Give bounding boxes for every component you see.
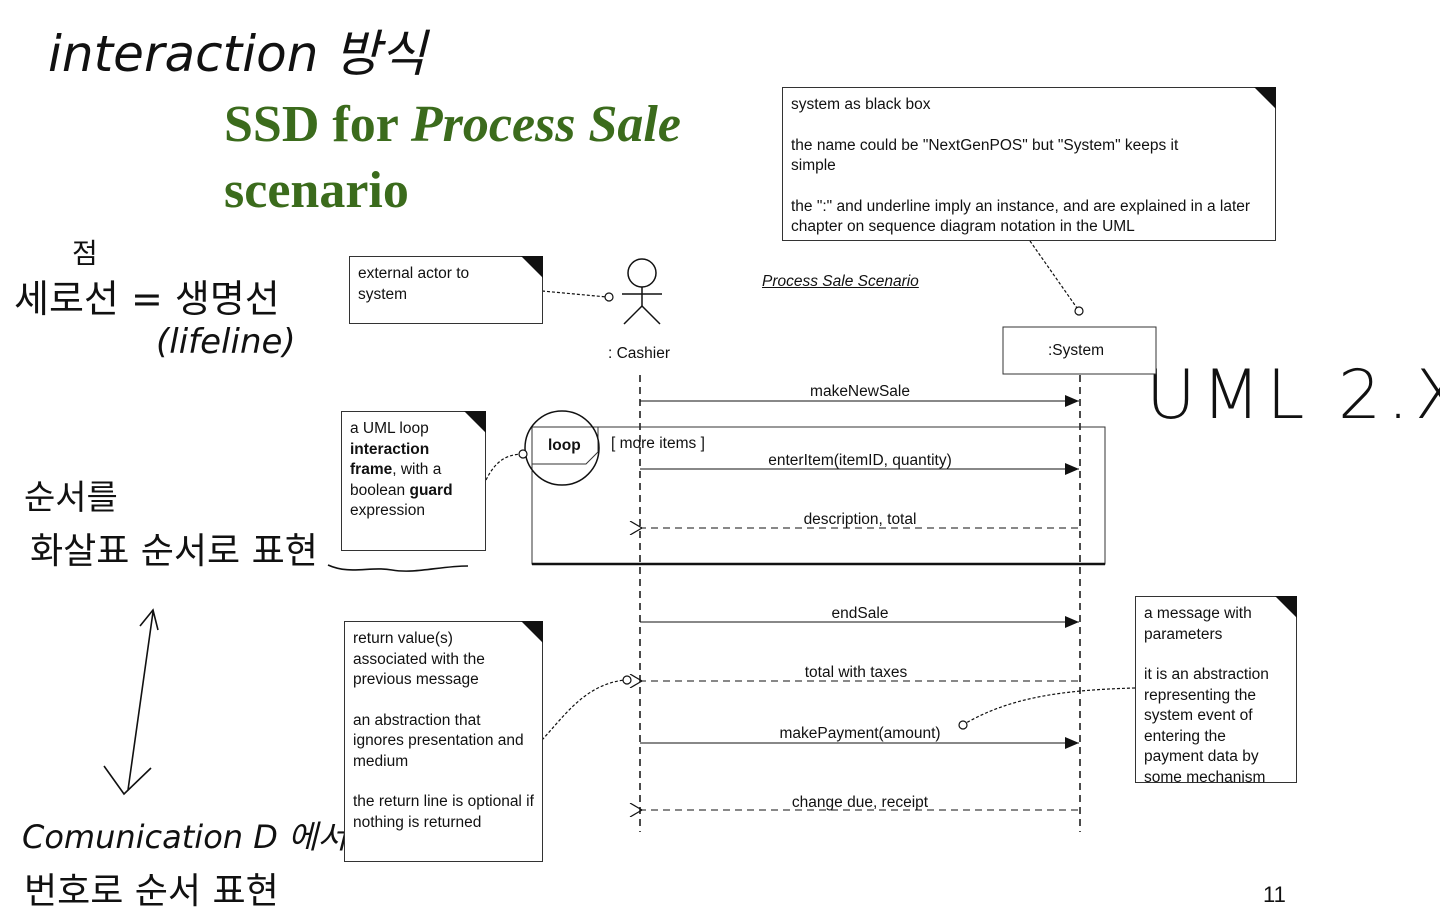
loop-note-part3: expression xyxy=(350,502,425,519)
actor-note-anchor xyxy=(604,292,614,302)
actor-note-text: external actor to system xyxy=(358,265,470,303)
note-fold-corner xyxy=(521,256,543,278)
handwritten-double-arrow xyxy=(103,608,159,796)
title-italic: Process Sale xyxy=(410,96,681,153)
msg-change-due-label: change due, receipt xyxy=(791,794,929,811)
loop-note-part2: , with a boolean xyxy=(350,461,442,499)
loop-note-part1: a UML loop xyxy=(350,420,429,437)
external-actor-note: external actor to system xyxy=(349,256,543,324)
actor-name: : Cashier xyxy=(608,345,671,362)
system-note-connector xyxy=(1029,240,1078,309)
actor-note-connector xyxy=(541,290,608,298)
note-fold-corner xyxy=(464,411,486,433)
system-note-anchor xyxy=(1074,306,1084,316)
message-note-para2: it is an abstraction representing the sy… xyxy=(1144,666,1269,786)
system-note-line1: system as black box xyxy=(791,96,931,113)
loop-note-bold1: interaction frame xyxy=(350,440,430,479)
note-fold-corner xyxy=(1254,87,1276,109)
handwritten-order-line1: 순서를 xyxy=(24,478,118,518)
loop-note-connector xyxy=(485,453,522,481)
title-line2: scenario xyxy=(224,162,409,219)
msg-total-with-taxes-label: total with taxes xyxy=(804,664,908,681)
handwritten-interaction-note: interaction 방식 xyxy=(48,25,427,83)
return-note-connector xyxy=(541,679,625,741)
msg-description-total-label: description, total xyxy=(803,511,917,528)
system-name: :System xyxy=(1048,342,1104,359)
msg-endSale-label: endSale xyxy=(831,605,889,622)
message-parameters-note: a message with parameters it is an abstr… xyxy=(1135,596,1297,786)
handwritten-communication-line1: Comunication D 에서 xyxy=(22,818,347,856)
loop-note-anchor xyxy=(518,449,528,459)
return-note-para3: the return line is optional if nothing i… xyxy=(353,793,534,831)
return-note-para1: return value(s) associated with the prev… xyxy=(353,630,485,688)
loop-keyword: loop xyxy=(548,437,581,454)
return-note-anchor xyxy=(622,675,632,685)
handwritten-small-note: 점 xyxy=(72,237,98,270)
system-note-line2: the name could be "NextGenPOS" but "Syst… xyxy=(791,136,1179,175)
handwritten-underline xyxy=(327,564,469,572)
msg-makePayment-label: makePayment(amount) xyxy=(779,725,941,742)
msg-makeNewSale-label: makeNewSale xyxy=(810,383,910,400)
page-number: 11 xyxy=(1263,882,1286,907)
system-black-box-note: system as black box the name could be "N… xyxy=(782,87,1276,241)
loop-note-text: a UML loop interaction frame, with a boo… xyxy=(350,419,477,522)
loop-guard: [ more items ] xyxy=(611,435,705,452)
system-lifeline-head xyxy=(1002,326,1157,375)
scenario-label: Process Sale Scenario xyxy=(762,273,919,290)
slide-title: SSD for Process Sale scenario xyxy=(224,92,681,224)
message-note-anchor xyxy=(958,720,968,730)
handwritten-uml-version: UML 2.X xyxy=(1146,356,1440,435)
return-value-note: return value(s) associated with the prev… xyxy=(344,621,543,862)
loop-frame-note: a UML loop interaction frame, with a boo… xyxy=(341,411,486,551)
note-fold-corner xyxy=(1275,596,1297,618)
handwritten-lifeline-note: 세로선 = 생명선 xyxy=(14,277,280,321)
note-fold-corner xyxy=(521,621,543,643)
message-note-connector xyxy=(965,687,1136,724)
actor-stick-figure xyxy=(622,258,662,325)
return-note-para2: an abstraction that ignores presentation… xyxy=(353,711,524,770)
loop-note-bold2: guard xyxy=(409,481,453,499)
title-prefix: SSD for xyxy=(224,96,411,153)
loop-highlight-circle xyxy=(524,410,600,486)
msg-enterItem-label: enterItem(itemID, quantity) xyxy=(768,452,952,469)
handwritten-communication-line2: 번호로 순서 표현 xyxy=(24,871,279,912)
system-note-line3: the ":" and underline imply an instance,… xyxy=(791,197,1251,236)
handwritten-lifeline-paren: (lifeline) xyxy=(156,322,296,362)
message-note-para1: a message with parameters xyxy=(1144,605,1252,643)
handwritten-order-line2: 화살표 순서로 표현 xyxy=(30,531,318,572)
